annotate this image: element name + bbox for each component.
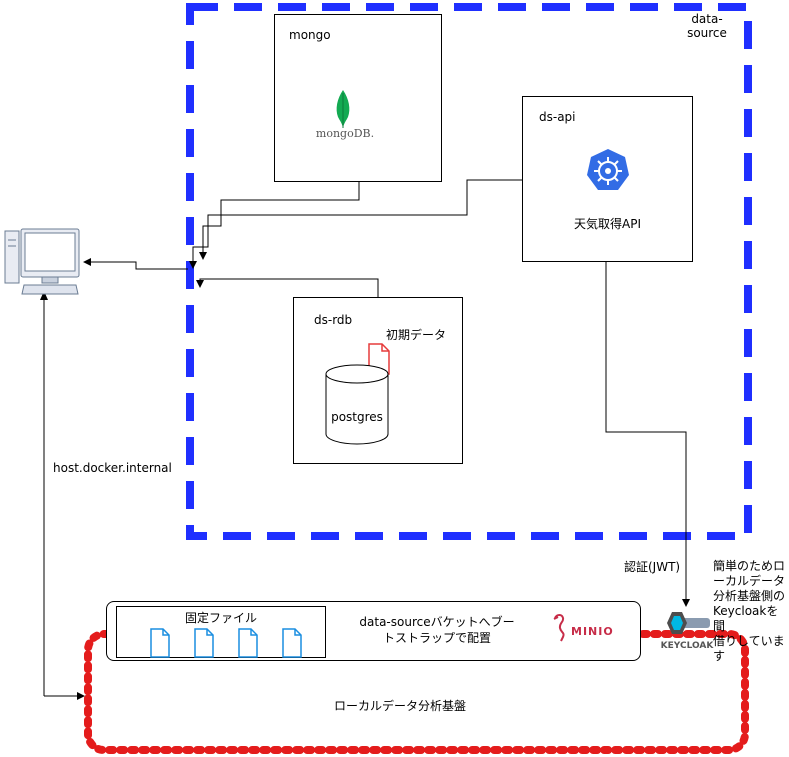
fixed-files-label: 固定ファイル <box>184 611 257 625</box>
file-icon <box>238 628 258 658</box>
keycloak-logo-text: KEYCLOAK <box>660 641 714 651</box>
local-platform-label: ローカルデータ分析基盤 <box>333 699 466 713</box>
auth-jwt-label: 認証(JWT) <box>624 560 681 574</box>
file-icon <box>282 628 302 658</box>
ds-api-title: ds-api <box>539 110 576 124</box>
data-source-label: data- source <box>687 12 727 40</box>
weather-api-label: 天気取得API <box>574 217 641 231</box>
ds-rdb-title: ds-rdb <box>314 313 353 327</box>
keycloak-icon <box>667 612 710 634</box>
mongo-title: mongo <box>289 28 331 42</box>
data-source-bucket-container: 固定ファイル data-sourceバケットへブー トストラップで配置 MINI… <box>106 601 641 661</box>
ds-rdb-container: ds-rdb 初期データ postgres <box>293 297 463 464</box>
initial-data-label: 初期データ <box>386 328 447 342</box>
postgres-database-icon <box>325 364 389 445</box>
postgres-label: postgres <box>331 410 383 424</box>
desktop-computer-icon <box>4 228 80 295</box>
kubernetes-icon <box>587 149 629 190</box>
host-docker-internal-label: host.docker.internal <box>53 461 172 475</box>
minio-logo-text: MINIO <box>571 625 614 638</box>
file-icon <box>150 628 170 658</box>
mongo-container: mongo mongoDB. <box>274 14 442 182</box>
mongodb-logo-text: mongoDB. <box>315 127 375 140</box>
fixed-files-group: 固定ファイル <box>116 606 326 658</box>
mongodb-leaf-icon <box>336 90 350 128</box>
file-icon <box>194 628 214 658</box>
keycloak-note: 簡単のためロ ーカルデータ 分析基盤側の Keycloakを間 借りしていま す <box>713 559 786 663</box>
bucket-bootstrap-label: data-sourceバケットへブー トストラップで配置 <box>359 615 515 645</box>
minio-flamingo-icon <box>553 614 565 642</box>
ds-api-container: ds-api 天気取得API <box>522 96 693 262</box>
